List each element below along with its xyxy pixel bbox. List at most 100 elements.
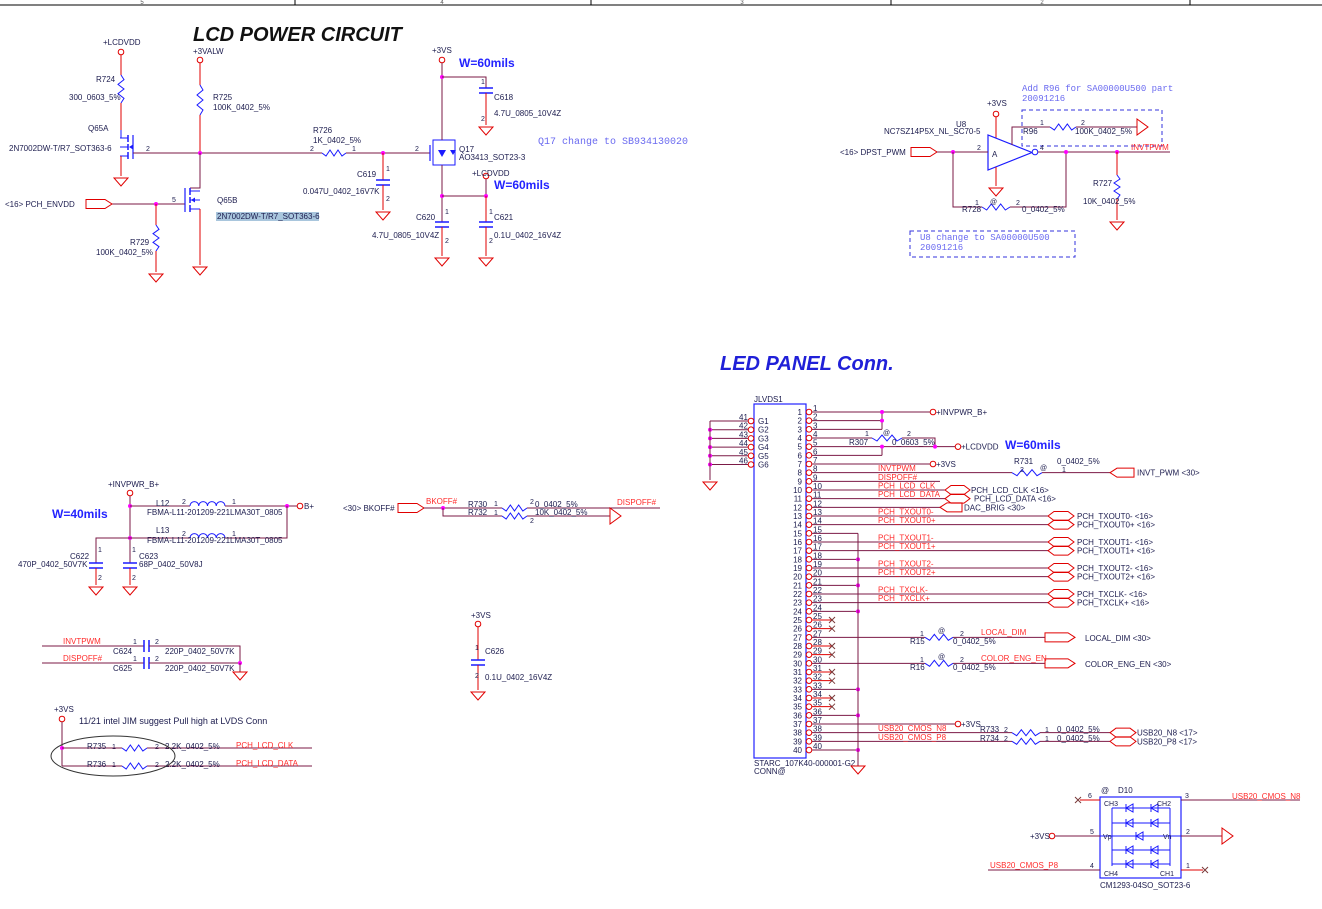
label-pins-p2: 2 <box>182 531 186 538</box>
wire <box>225 506 288 539</box>
diode-icon <box>1149 845 1159 855</box>
label-connector-pin-numbers-14: 15 <box>793 529 802 538</box>
q17-diode-icon <box>450 150 456 155</box>
wire <box>442 76 487 88</box>
power-port-icon <box>805 642 813 650</box>
label-lcd-power-c620-val: 4.7U_0805_10V4Z <box>372 231 439 240</box>
power-port-icon <box>805 434 813 442</box>
label-pins-p2: 2 <box>1016 200 1020 207</box>
power-port-icon <box>747 452 755 460</box>
power-port-icon <box>805 556 813 563</box>
label-led-color-net: COLOR_ENG_EN <box>981 654 1047 663</box>
label-pwm-r96-val: 100K_0402_5% <box>1075 127 1132 136</box>
label-connector-net-labels-38: USB20_CMOS_N8 <box>878 724 947 733</box>
no-connect-icon <box>828 625 836 633</box>
label-led-txout1p: PCH_TXOUT1+ <16> <box>1077 547 1155 556</box>
no-connect-icon <box>828 694 836 702</box>
offpage-connector-icon <box>397 503 425 513</box>
label-connector-pin-numbers-32: 33 <box>813 681 822 690</box>
label-led-v3vs-37: +3VS <box>961 720 981 729</box>
power-port-icon <box>805 564 813 572</box>
highlight <box>216 212 319 221</box>
label-pins-p1: 1 <box>481 79 485 86</box>
offpage-connector-icon <box>939 502 963 513</box>
ground-icon <box>433 257 451 267</box>
label-connector-pin-numbers-31: 32 <box>813 673 822 682</box>
power-port-icon <box>747 443 755 451</box>
label-border-col5: 5 <box>140 0 144 6</box>
label-d10-usb-p8: USB20_CMOS_P8 <box>990 861 1059 870</box>
label-bkoff-r730: R730 <box>468 500 488 509</box>
label-filter-invtpwm: INVTPWM <box>63 637 101 646</box>
resistor-icon <box>117 74 125 104</box>
label-connector-ref: JLVDS1 <box>754 395 783 404</box>
label-pins-p2: 2 <box>98 575 102 582</box>
label-pins-p2: 2 <box>1004 736 1008 743</box>
power-port-icon <box>805 521 813 528</box>
label-lcd-power-lcdvdd: +LCDVDD <box>103 38 141 47</box>
resistor-icon <box>1049 123 1077 131</box>
label-led-lcdvdd: +LCDVDD <box>961 443 999 452</box>
power-port-icon <box>805 460 813 468</box>
label-pins-p1: 1 <box>489 209 493 216</box>
bidirectional-connector-icon <box>944 485 971 496</box>
offpage-connector-icon <box>1044 632 1076 643</box>
resistor-icon <box>121 744 148 752</box>
label-led-w60: W=60mils <box>1005 438 1061 452</box>
label-connector-pin-numbers-4: 5 <box>813 439 818 448</box>
junction-dot <box>880 410 884 414</box>
label-connector-net-labels-14: PCH_TXOUT0+ <box>878 516 936 525</box>
diode-icon <box>1124 845 1134 855</box>
power-port-icon <box>805 599 813 606</box>
label-connector-pin-numbers-28: 29 <box>793 651 802 660</box>
label-d10-option: @ <box>1101 786 1109 795</box>
label-pins-p2: 2 <box>960 631 964 638</box>
power-port-icon <box>805 616 813 624</box>
label-connector-pin-numbers-22: 23 <box>813 595 822 604</box>
label-pins-p2: 2 <box>155 762 159 769</box>
label-connector-gnd-pins-1-name: G2 <box>758 426 769 435</box>
label-led-lcd-clk: PCH_LCD_CLK <16> <box>971 486 1049 495</box>
label-bkoff-r732-val: 10K_0402_5% <box>535 508 588 517</box>
label-pins-p1: 1 <box>132 547 136 554</box>
label-pins-p2: 2 <box>155 639 159 646</box>
label-led-txclkn: PCH_TXCLK- <16> <box>1077 590 1148 599</box>
label-connector-pin-numbers-0: 1 <box>798 408 803 417</box>
ground-icon <box>112 177 130 187</box>
label-pins-p2: 2 <box>386 196 390 203</box>
label-connector-gnd-pins-2-num: 43 <box>739 430 748 439</box>
power-port-icon <box>805 469 813 476</box>
label-pins-p1: 1 <box>386 166 390 173</box>
label-pullup-r735-val: 2.2K_0402_5% <box>165 742 220 751</box>
label-pins-p1: 1 <box>232 531 236 538</box>
bidirectional-connector-icon <box>1047 511 1075 522</box>
bidirectional-connector-icon <box>1047 563 1075 574</box>
label-pwm-at: @ <box>1040 465 1047 472</box>
label-pins-p2: 2 <box>445 238 449 245</box>
ground-icon <box>231 671 249 681</box>
label-lcd-power-r726-val: 1K_0402_5% <box>313 136 361 145</box>
label-connector-net-labels-17: PCH_TXOUT1+ <box>878 542 936 551</box>
label-connector-pin-numbers-10: 11 <box>794 495 803 504</box>
label-led-r16-val: 0_0402_5% <box>953 663 996 672</box>
label-invpwr-l12: L12 <box>156 499 170 508</box>
wire <box>1011 126 1050 145</box>
label-pwm-note-u8-date: 20091216 <box>920 243 963 253</box>
wire <box>149 645 241 663</box>
label-connector-pin-numbers-17: 18 <box>813 551 822 560</box>
label-pwm-u8-part: NC7SZ14P5X_NL_SC70-5 <box>884 127 981 136</box>
label-connector-pin-numbers-27: 28 <box>813 638 822 647</box>
label-connector-gnd-pins-2-name: G3 <box>758 434 769 443</box>
label-connector-net-labels-8: INVTPWM <box>878 464 916 473</box>
resistor-icon <box>1011 737 1041 746</box>
label-connector-net-labels-10: PCH_LCD_CLK <box>878 482 936 491</box>
label-connector-pin-numbers-12: 13 <box>813 508 822 517</box>
power-port-icon <box>747 461 755 468</box>
label-pins-p3: 3 <box>1185 793 1189 800</box>
power-port-icon <box>805 686 813 693</box>
label-connector-pin-numbers-25: 26 <box>793 625 802 634</box>
power-port-icon <box>805 478 813 485</box>
label-connector-pin-numbers-35: 36 <box>793 711 802 720</box>
label-pins-p2: 2 <box>530 499 534 506</box>
label-bkoff-input: <30> BKOFF# <box>343 504 395 513</box>
